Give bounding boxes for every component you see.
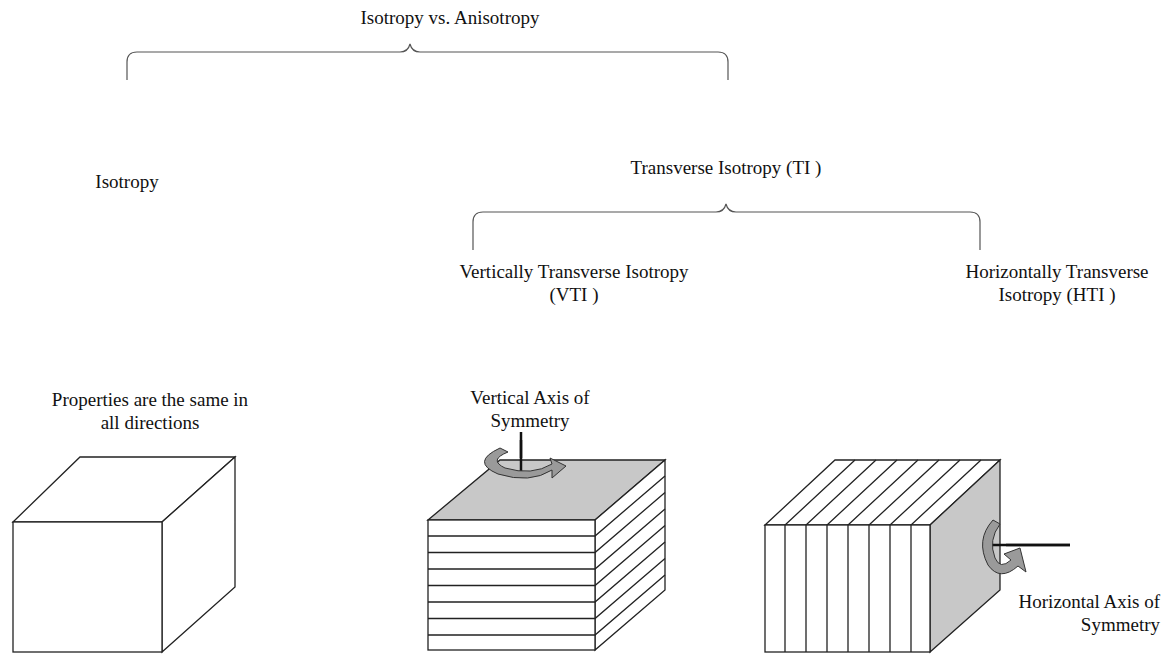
category-label: Isotropy [62,170,192,193]
horizontal-axis [983,520,1070,574]
vertical-axis [484,432,566,478]
isotropic-cube [13,457,235,652]
category-label: Vertically Transverse Isotropy (VTI ) [444,260,704,306]
diagram-title: Isotropy vs. Anisotropy [285,6,615,29]
bracket [473,204,980,250]
hti-layered-block [765,460,1000,652]
description-label: Properties are the same in all direction… [50,388,250,434]
category-label: Transverse Isotropy (TI ) [626,156,826,179]
category-label: Horizontally Transverse Isotropy (HTI ) [952,260,1162,306]
axis-label: Vertical Axis of Symmetry [455,386,605,432]
vti-layered-block [428,460,665,650]
axis-label: Horizontal Axis of Symmetry [1010,590,1160,636]
bracket [127,44,728,80]
